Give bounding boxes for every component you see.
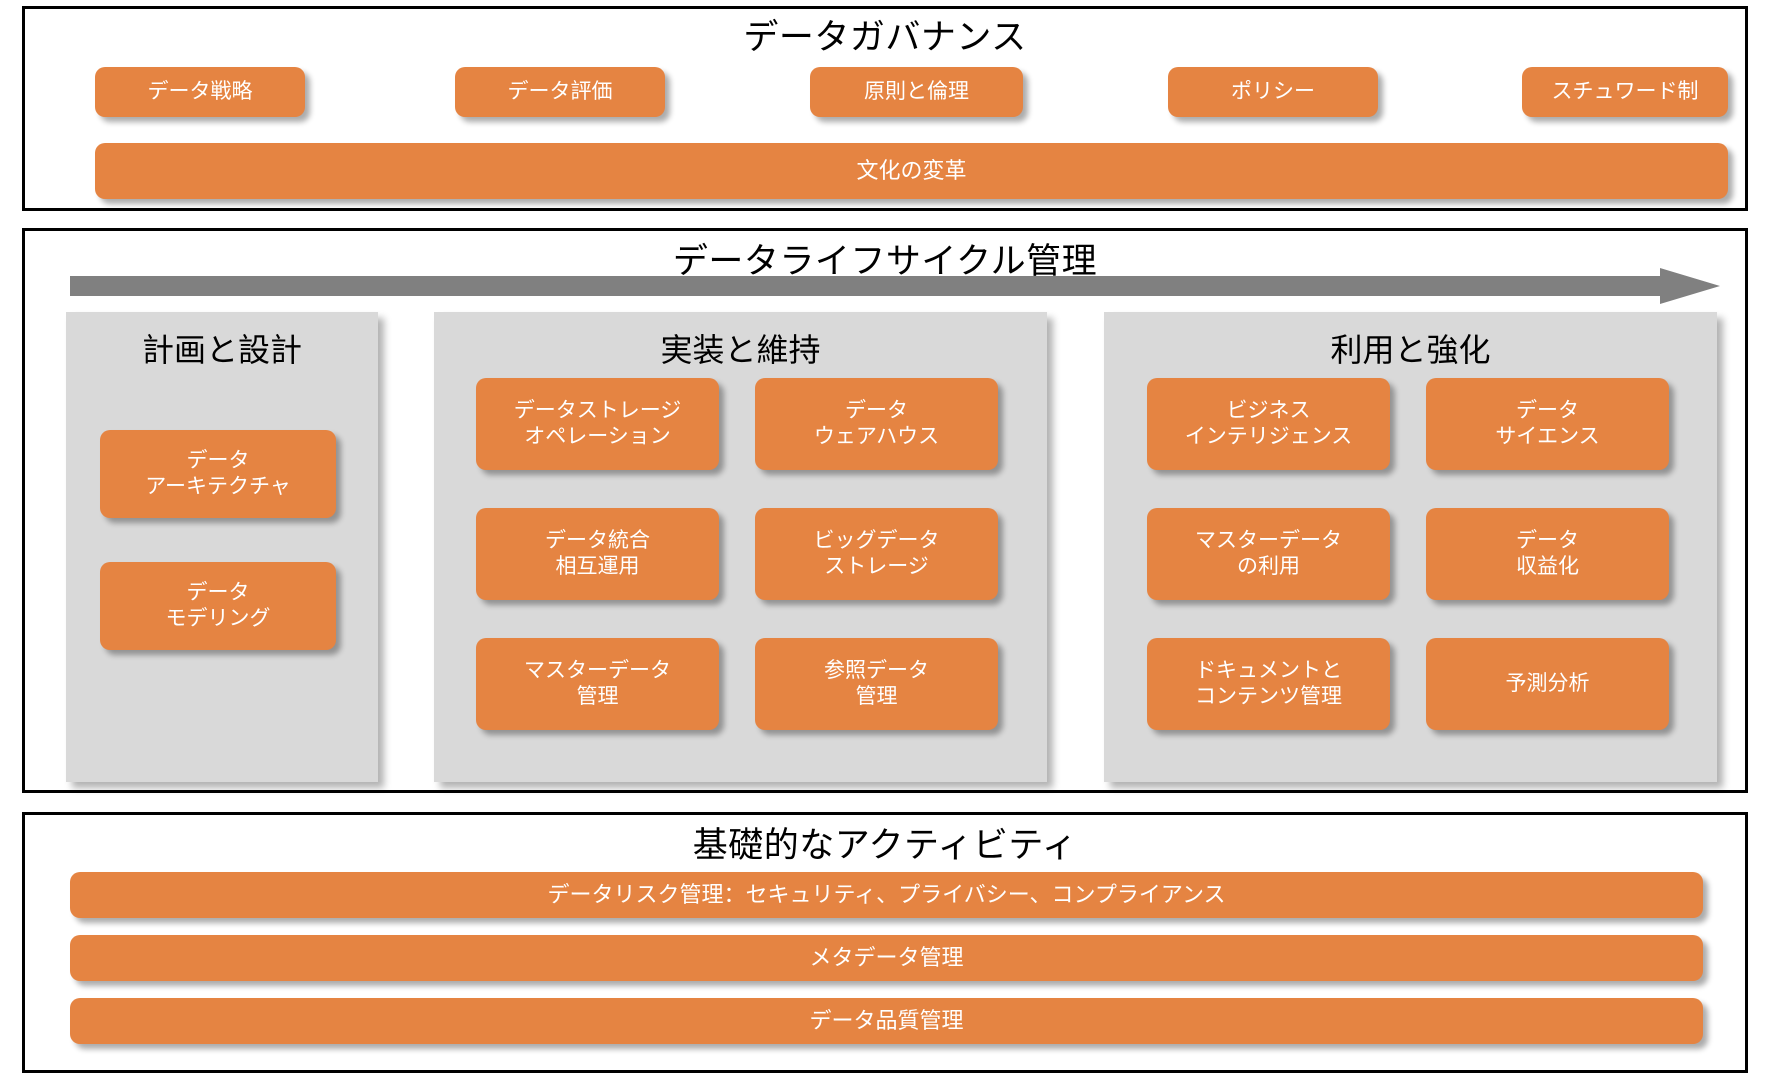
stage-item-data-storage-operations[interactable]: データストレージ オペレーション bbox=[476, 378, 719, 470]
stage-item-document-content-management[interactable]: ドキュメントと コンテンツ管理 bbox=[1147, 638, 1390, 730]
governance-bar-culture-change[interactable]: 文化の変革 bbox=[95, 143, 1728, 199]
panel-data-governance: データガバナンス データ戦略 データ評価 原則と倫理 ポリシー スチュワード制 … bbox=[22, 6, 1748, 211]
pill-label: ビッグデータ ストレージ bbox=[813, 528, 940, 578]
pill-label: ポリシー bbox=[1231, 79, 1315, 103]
pill-label: 原則と倫理 bbox=[864, 79, 969, 103]
stage-item-data-integration-interoperability[interactable]: データ統合 相互運用 bbox=[476, 508, 719, 600]
governance-pill-principles-ethics[interactable]: 原則と倫理 bbox=[810, 67, 1023, 117]
pill-label: ビジネス インテリジェンス bbox=[1184, 398, 1353, 448]
pill-label: データリスク管理：セキュリティ、プライバシー、コンプライアンス bbox=[547, 882, 1226, 908]
pill-label: データ統合 相互運用 bbox=[545, 528, 650, 578]
right-arrow-icon bbox=[70, 268, 1720, 304]
stage-item-predictive-analytics[interactable]: 予測分析 bbox=[1426, 638, 1669, 730]
foundation-bar-data-risk-management[interactable]: データリスク管理：セキュリティ、プライバシー、コンプライアンス bbox=[70, 872, 1703, 918]
stage-item-master-data-usage[interactable]: マスターデータ の利用 bbox=[1147, 508, 1390, 600]
pill-label: データ評価 bbox=[507, 79, 613, 103]
pill-label: データ 収益化 bbox=[1516, 528, 1579, 578]
governance-pill-stewardship[interactable]: スチュワード制 bbox=[1522, 67, 1728, 117]
stage-title: 実装と維持 bbox=[660, 332, 821, 368]
pill-label: マスターデータ 管理 bbox=[524, 658, 671, 708]
pill-label: メタデータ管理 bbox=[809, 945, 964, 971]
governance-pill-policy[interactable]: ポリシー bbox=[1168, 67, 1378, 117]
pill-label: データ ウェアハウス bbox=[813, 398, 940, 448]
pill-label: データ戦略 bbox=[147, 79, 253, 103]
stage-item-data-monetization[interactable]: データ 収益化 bbox=[1426, 508, 1669, 600]
pill-label: データストレージ オペレーション bbox=[513, 398, 682, 448]
panel-title-data-lifecycle-management: データライフサイクル管理 bbox=[672, 242, 1098, 281]
stage-item-master-data-management[interactable]: マスターデータ 管理 bbox=[476, 638, 719, 730]
governance-pill-data-assessment[interactable]: データ評価 bbox=[455, 67, 665, 117]
stage-item-data-warehouse[interactable]: データ ウェアハウス bbox=[755, 378, 998, 470]
stage-title: 計画と設計 bbox=[141, 332, 302, 368]
stage-title: 利用と強化 bbox=[1330, 332, 1491, 368]
foundation-bar-data-quality-management[interactable]: データ品質管理 bbox=[70, 998, 1703, 1044]
stage-item-data-modeling[interactable]: データ モデリング bbox=[100, 562, 336, 650]
pill-label: データ アーキテクチャ bbox=[145, 448, 291, 498]
stage-item-reference-data-management[interactable]: 参照データ 管理 bbox=[755, 638, 998, 730]
stage-item-data-science[interactable]: データ サイエンス bbox=[1426, 378, 1669, 470]
pill-label: データ サイエンス bbox=[1495, 398, 1600, 448]
foundation-bar-metadata-management[interactable]: メタデータ管理 bbox=[70, 935, 1703, 981]
stage-item-business-intelligence[interactable]: ビジネス インテリジェンス bbox=[1147, 378, 1390, 470]
governance-pill-data-strategy[interactable]: データ戦略 bbox=[95, 67, 305, 117]
lifecycle-stage-plan-design: 計画と設計 bbox=[66, 312, 378, 782]
panel-title-data-governance: データガバナンス bbox=[743, 18, 1027, 57]
pill-label: マスターデータ の利用 bbox=[1195, 528, 1342, 578]
pill-label: 文化の変革 bbox=[856, 158, 967, 184]
pill-label: 参照データ 管理 bbox=[824, 658, 929, 708]
stage-item-big-data-storage[interactable]: ビッグデータ ストレージ bbox=[755, 508, 998, 600]
pill-label: データ品質管理 bbox=[809, 1008, 964, 1034]
pill-label: データ モデリング bbox=[165, 580, 271, 630]
pill-label: スチュワード制 bbox=[1551, 79, 1699, 103]
panel-title-foundational-activities: 基礎的なアクティビティ bbox=[692, 826, 1078, 865]
pill-label: 予測分析 bbox=[1505, 671, 1590, 695]
pill-label: ドキュメントと コンテンツ管理 bbox=[1195, 658, 1342, 708]
stage-item-data-architecture[interactable]: データ アーキテクチャ bbox=[100, 430, 336, 518]
